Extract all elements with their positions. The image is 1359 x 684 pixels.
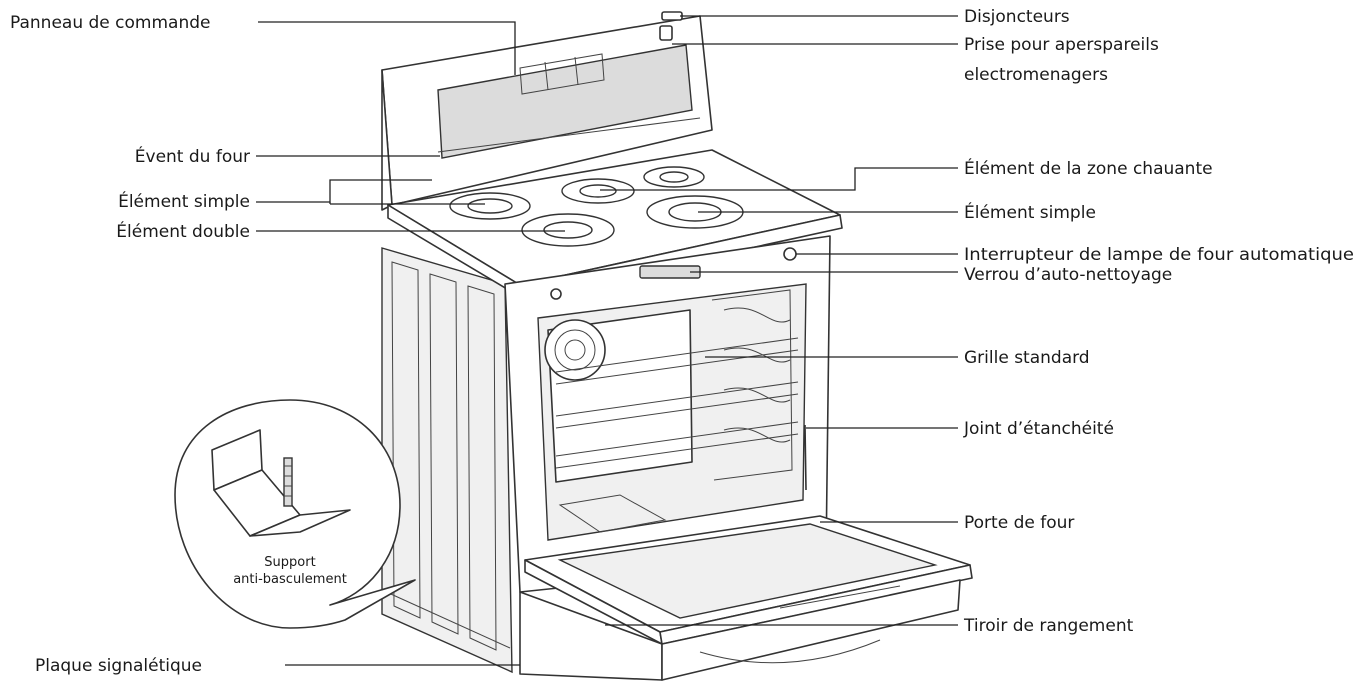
label-control-panel: Panneau de commande — [10, 13, 210, 33]
oven-illustration — [381, 11, 973, 681]
leader-warming-zone — [600, 167, 958, 191]
storage-drawer — [519, 579, 961, 681]
bracket-illustration — [211, 429, 351, 537]
backguard — [381, 11, 713, 211]
label-rating-plate: Plaque signalétique — [35, 656, 202, 676]
anti-tip-bracket-inset: Support anti-basculement — [174, 399, 416, 629]
label-oven-light-switch: Interrupteur de lampe de four automatiqu… — [964, 245, 1354, 265]
range-side-panel — [381, 247, 513, 674]
label-circuit-breakers: Disjoncteurs — [964, 7, 1070, 27]
oven-door — [524, 515, 973, 645]
label-warming-zone-element: Élément de la zone chauante — [964, 157, 1213, 179]
label-standard-rack: Grille standard — [964, 348, 1090, 368]
label-oven-vent: Évent du four — [135, 145, 250, 167]
label-single-element-right: Élément simple — [964, 201, 1096, 223]
leader-lines — [256, 15, 958, 666]
label-appliance-outlet-line2: electromenagers — [964, 65, 1108, 85]
label-gasket: Joint d’étanchéité — [963, 419, 1114, 439]
left-labels: Panneau de commande Évent du four Élémen… — [10, 13, 250, 676]
label-double-element: Élément double — [116, 220, 250, 242]
label-oven-door: Porte de four — [964, 513, 1074, 533]
leader-control-panel — [258, 21, 516, 75]
leader-single-element-left — [256, 179, 432, 203]
label-single-element-left: Élément simple — [118, 190, 250, 212]
label-self-clean-lock: Verrou d’auto-nettoyage — [964, 265, 1172, 285]
cooktop — [387, 149, 843, 299]
label-appliance-outlet-line1: Prise pour aperspareils — [964, 35, 1159, 55]
inset-label-line1: Support — [264, 555, 315, 570]
oven-cavity — [537, 283, 807, 541]
oven-racks — [555, 337, 799, 469]
right-labels: Disjoncteurs Prise pour aperspareils ele… — [963, 7, 1354, 636]
label-storage-drawer: Tiroir de rangement — [963, 616, 1134, 636]
inset-label-line2: anti-basculement — [233, 572, 347, 587]
